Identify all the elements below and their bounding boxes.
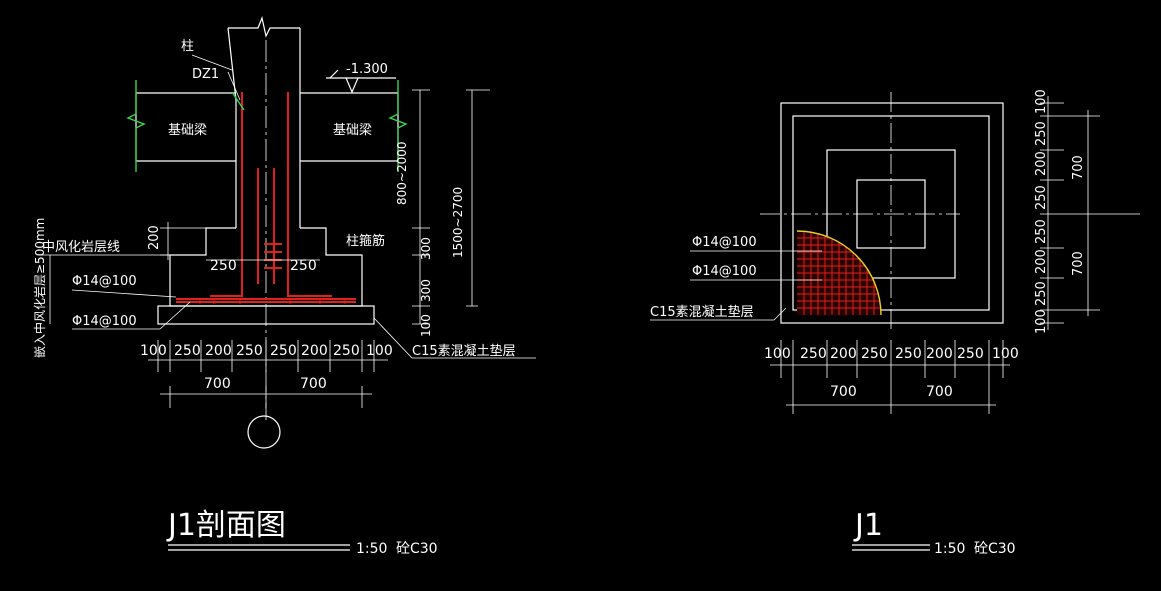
bdim-5: 200 — [301, 343, 328, 359]
plan-bdim-700-right: 700 — [926, 384, 953, 400]
plan-rdim-6: 250 — [1034, 281, 1049, 306]
bdim-7: 100 — [366, 343, 393, 359]
beam-left-break — [126, 80, 146, 172]
dowel-dz1 — [231, 91, 245, 111]
dim-250-left: 250 — [210, 258, 237, 274]
plan-rdim-2: 200 — [1034, 151, 1049, 176]
leader-rebar-bottom-b — [159, 301, 191, 330]
bdim-4: 250 — [270, 343, 297, 359]
label-rock-line: 中风化岩层线 — [42, 240, 120, 255]
bdim-0: 100 — [140, 343, 167, 359]
cushion-layer — [157, 305, 375, 325]
plan-rdim-5: 200 — [1034, 249, 1049, 274]
bdim-1: 250 — [174, 343, 201, 359]
label-dz1: DZ1 — [192, 67, 219, 82]
label-stirrup: 柱箍筋 — [346, 233, 385, 249]
vdim-300-bottom: 300 — [419, 279, 433, 302]
bottom-dim-lines — [148, 340, 388, 408]
column-outline — [227, 27, 301, 228]
bdim-3: 250 — [236, 343, 263, 359]
plan-view: Φ14@100 Φ14@100 C15素混凝土垫层 100 250 200 25… — [650, 89, 1140, 557]
label-beam-right: 基础梁 — [333, 123, 372, 138]
dim-250-right: 250 — [290, 258, 317, 274]
plan-bdim-0: 100 — [764, 346, 791, 362]
plan-rdim-1: 250 — [1034, 121, 1049, 146]
plan-rdim-4: 250 — [1034, 219, 1049, 244]
vdim-1500: 1500~2700 — [451, 187, 465, 258]
plan-rdim-700-top: 700 — [1071, 155, 1086, 180]
label-beam-left: 基础梁 — [168, 123, 207, 138]
label-elevation: -1.300 — [346, 62, 388, 77]
mesh-dots — [198, 300, 347, 304]
label-embed: 嵌入中风化岩层≥500mm — [32, 218, 47, 358]
column-rebar — [210, 92, 332, 297]
plan-leader-cushion-b — [773, 307, 787, 321]
section-title: J1剖面图 — [166, 508, 286, 543]
bdim-2: 200 — [205, 343, 232, 359]
plan-bdim-4: 250 — [895, 346, 922, 362]
label-rebar-bottom: Φ14@100 — [72, 314, 137, 329]
leader-rebar-top — [71, 289, 177, 298]
elevation-marker — [326, 69, 396, 94]
plan-scale: 1:50 — [934, 541, 965, 557]
column-break-mark — [228, 15, 300, 38]
stirrups — [264, 243, 282, 269]
section-view: 柱 DZ1 -1.300 基础梁 基础梁 中风化岩层线 嵌入中风化岩层≥500m… — [32, 15, 536, 557]
leader-column — [191, 54, 233, 71]
section-concrete: 砼C30 — [396, 541, 438, 557]
section-scale: 1:50 — [356, 541, 387, 557]
leader-dz1 — [227, 71, 241, 101]
plan-label-rebar-b: Φ14@100 — [692, 264, 757, 279]
leader-cushion-a — [373, 317, 413, 359]
plan-title: J1 — [853, 508, 883, 543]
plan-rdim-700-bottom: 700 — [1071, 251, 1086, 276]
plan-bdim-2: 200 — [830, 346, 857, 362]
bottom-mesh — [176, 298, 356, 303]
bdim-700-left: 700 — [204, 376, 231, 392]
plan-cushion-outline — [780, 102, 1004, 324]
plan-bdim-6: 250 — [957, 346, 984, 362]
axis-bubble — [247, 415, 281, 449]
vdim-outer — [466, 89, 490, 307]
dim-200 — [160, 222, 206, 260]
plan-bottom-dim-lines — [770, 340, 1010, 414]
plan-rdim-3: 250 — [1034, 185, 1049, 210]
vdim-inner — [412, 89, 430, 325]
plan-bdim-700-left: 700 — [830, 384, 857, 400]
dim-200-text: 200 — [147, 225, 162, 250]
beam-right-break — [388, 80, 408, 172]
vdim-300-top: 300 — [419, 237, 433, 260]
plan-label-cushion: C15素混凝土垫层 — [650, 304, 754, 320]
plan-bdim-5: 200 — [926, 346, 953, 362]
plan-bdim-3: 250 — [861, 346, 888, 362]
plan-concrete: 砼C30 — [974, 541, 1016, 557]
plan-right-dim-lines — [1040, 96, 1140, 330]
label-rebar-top: Φ14@100 — [72, 274, 137, 289]
label-cushion: C15素混凝土垫层 — [412, 343, 516, 359]
plan-bdim-1: 250 — [800, 346, 827, 362]
plan-label-rebar-a: Φ14@100 — [692, 235, 757, 250]
vdim-100: 100 — [419, 314, 433, 337]
plan-bdim-7: 100 — [992, 346, 1019, 362]
bdim-6: 250 — [333, 343, 360, 359]
label-column: 柱 — [181, 39, 194, 54]
plan-mesh-arc — [796, 230, 882, 316]
bdim-700-right: 700 — [300, 376, 327, 392]
vdim-800: 800~2000 — [395, 142, 409, 206]
inner-rebar — [257, 168, 275, 284]
plan-mesh — [797, 231, 881, 315]
plan-rdim-7: 100 — [1034, 309, 1049, 334]
plan-rdim-0: 100 — [1034, 89, 1049, 114]
